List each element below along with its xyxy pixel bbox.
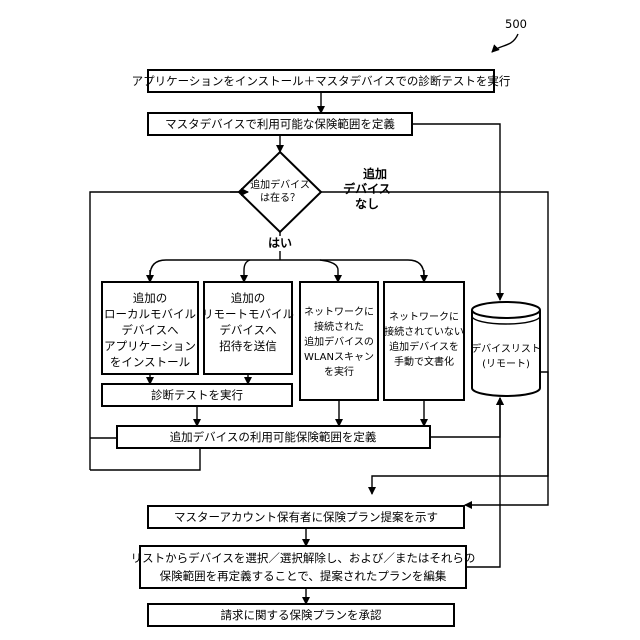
wlan-scan-line-5: を実行 (324, 365, 354, 378)
edge-define-devicelist (412, 124, 500, 300)
decision-line-2: は在る？ (260, 192, 300, 204)
diag-test-label: 診断テストを実行 (151, 388, 243, 402)
local-install-line-4: アプリケーション (104, 339, 196, 353)
device-list-line-1: デバイスリスト (471, 342, 541, 355)
define-additional-label: 追加デバイスの利用可能保険範囲を定義 (170, 430, 377, 444)
local-install-line-5: をインストール (110, 355, 190, 369)
no-label-3: なし (355, 197, 379, 211)
wlan-scan-line-2: 接続された (314, 320, 364, 333)
manual-doc-line-3: 追加デバイスを (389, 340, 459, 353)
remote-invite-line-1: 追加の (231, 291, 266, 305)
wlan-scan-line-4: WLANスキャン (304, 352, 374, 363)
device-list-line-2: (リモート) (482, 359, 530, 370)
manual-doc-line-1: ネットワークに (389, 311, 459, 323)
edge-to-remote (244, 260, 250, 282)
wlan-scan-line-1: ネットワークに (304, 306, 374, 318)
approve-label: 請求に関する保険プランを承認 (221, 608, 382, 622)
remote-invite-line-3: デバイスへ (219, 323, 276, 337)
wlan-scan-line-3: 追加デバイスの (304, 335, 374, 348)
local-install-line-2: ローカルモバイル (104, 307, 196, 321)
local-install-line-3: デバイスへ (121, 323, 178, 337)
remote-invite-line-4: 招待を送信 (219, 339, 277, 353)
local-install-line-1: 追加の (133, 291, 168, 305)
edge-edit-devicelist (466, 398, 500, 567)
decision-diamond (239, 152, 321, 232)
manual-doc-box (384, 282, 464, 400)
no-label-1: 追加 (363, 166, 387, 181)
ref-arrow (492, 34, 518, 52)
no-label-2: デバイス (343, 181, 391, 196)
edit-plan-line-2: 保険範囲を再定義することで、提案されたプランを編集 (160, 569, 447, 583)
remote-invite-line-2: リモートモバイル (202, 307, 294, 321)
manual-doc-line-2: 接続されていない (384, 325, 464, 338)
yes-label: はい (268, 236, 292, 250)
ref-number: 500 (505, 17, 527, 31)
edge-yes-branch (150, 260, 424, 276)
define-master-label: マスタデバイスで利用可能な保険範囲を定義 (165, 117, 395, 131)
manual-doc-line-4: 手動で文書化 (394, 355, 454, 368)
edge-to-wlan (320, 260, 338, 282)
install-label: アプリケーションをインストール＋マスタデバイスでの診断テストを実行 (132, 74, 511, 88)
present-plan-label: マスターアカウント保有者に保険プラン提案を示す (174, 510, 438, 524)
edit-plan-line-1: リストからデバイスを選択／選択解除し、および／またはそれらの (131, 551, 476, 565)
edge-define-additional-devicelist (430, 398, 500, 437)
decision-line-1: 追加デバイス (250, 178, 310, 191)
